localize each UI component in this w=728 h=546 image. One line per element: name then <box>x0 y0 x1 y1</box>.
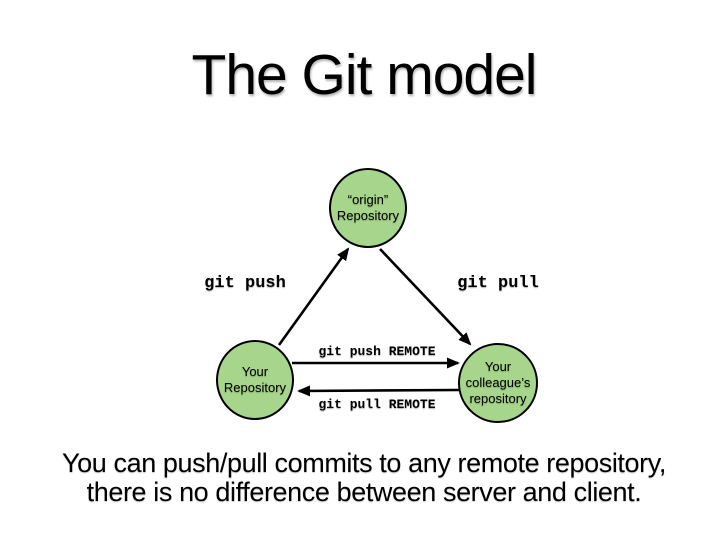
node-your-repository: Your Repository <box>216 340 294 420</box>
node-your-repository-label: Your Repository <box>223 364 287 395</box>
node-origin-repository: “origin” Repository <box>329 168 407 248</box>
arrow-git-pull <box>379 248 472 346</box>
edge-label-git-push-remote: git push REMOTE <box>318 344 436 359</box>
edge-label-git-pull-remote: git pull REMOTE <box>318 397 436 412</box>
node-colleague-repository: Your colleague’s repository <box>458 343 538 423</box>
edge-label-git-pull: git pull <box>457 274 539 293</box>
arrow-git-pull-remote <box>297 385 460 397</box>
slide-title: The Git model <box>191 43 538 107</box>
caption: You can push/pull commits to any remote … <box>62 448 666 507</box>
node-colleague-repository-label: Your colleague’s repository <box>465 359 531 406</box>
node-origin-label: “origin” Repository <box>336 192 400 223</box>
arrow-git-push <box>277 247 350 346</box>
edge-label-git-push: git push <box>204 274 286 293</box>
